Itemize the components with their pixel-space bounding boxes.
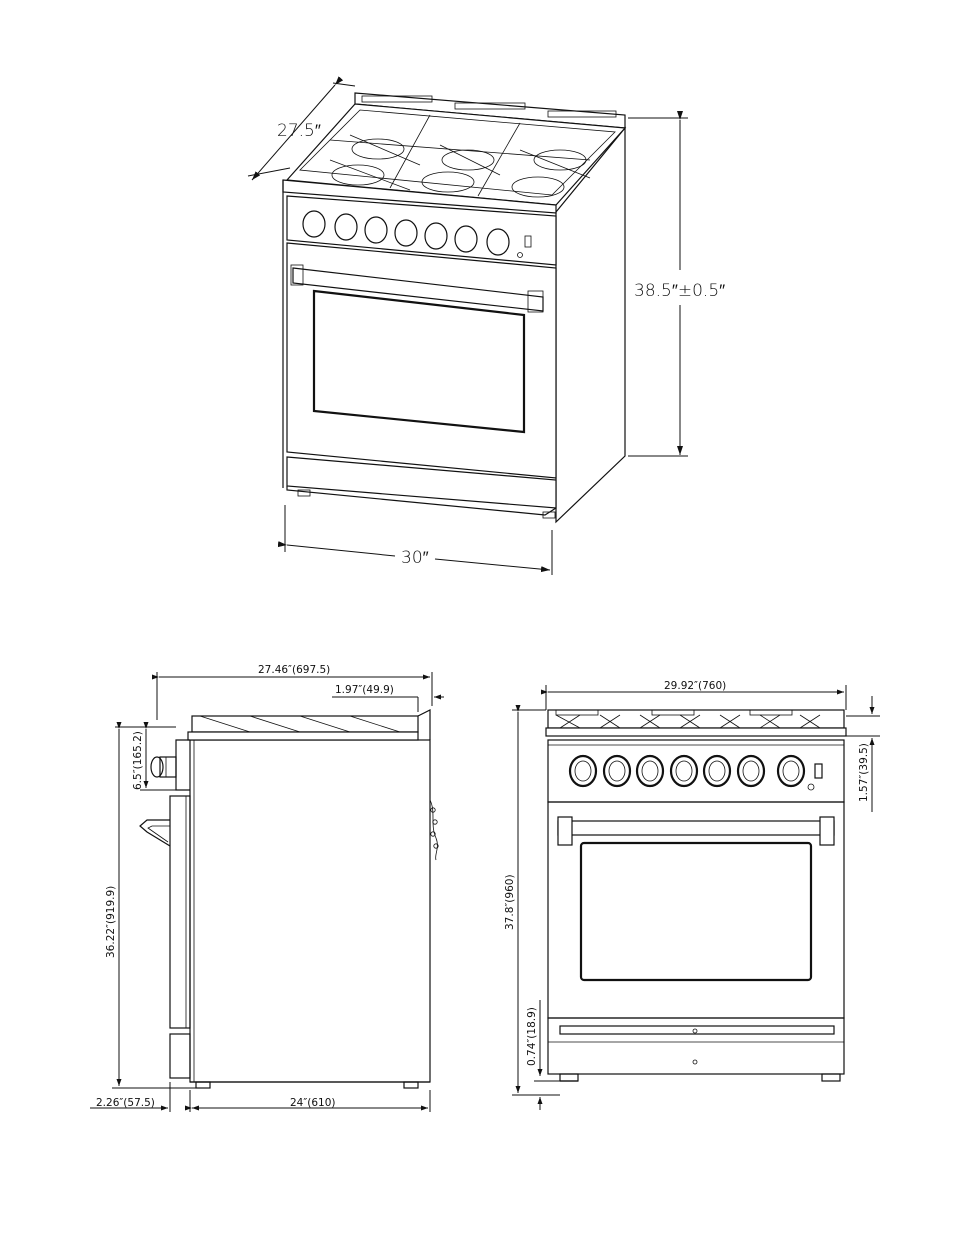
side-top-offset: 1.97″(49.9) — [335, 684, 394, 696]
front-view — [545, 709, 847, 1082]
side-body-height: 36.22″(919.9) — [105, 886, 117, 958]
front-overall-width: 29.92″(760) — [664, 680, 726, 692]
iso-depth-label: 27.5″ — [277, 121, 321, 141]
side-knob — [150, 756, 177, 778]
iso-height-label: 38.5″±0.5″ — [634, 281, 725, 301]
front-total-height: 37.8″(960) — [504, 874, 516, 930]
iso-grates — [299, 109, 616, 198]
front-base-gap: 0.74″(18.9) — [526, 1007, 538, 1066]
side-view — [139, 709, 439, 1089]
side-handle-depth: 2.26″(57.5) — [96, 1097, 155, 1109]
side-body-depth: 24″(610) — [290, 1097, 336, 1109]
front-dimensions: 29.92″(760) 37.8″(960) 0.74″(18.9) 1.57″… — [504, 680, 880, 1110]
side-overall-depth: 27.46″(697.5) — [258, 664, 330, 676]
side-dimensions: 27.46″(697.5) 1.97″(49.9) 6.5″(165.2) 36… — [90, 664, 444, 1112]
front-knobs — [568, 754, 823, 791]
side-panel-height: 6.5″(165.2) — [132, 731, 144, 790]
front-grates — [555, 709, 821, 729]
backsplash-vents — [361, 95, 617, 118]
iso-width-label: 30″ — [401, 548, 429, 568]
front-panel-top: 1.57″(39.5) — [858, 743, 870, 802]
iso-dimensions: 27.5″ 38.5″±0.5″ 30″ — [247, 76, 725, 575]
isometric-view — [282, 92, 627, 524]
iso-knobs — [302, 210, 532, 258]
